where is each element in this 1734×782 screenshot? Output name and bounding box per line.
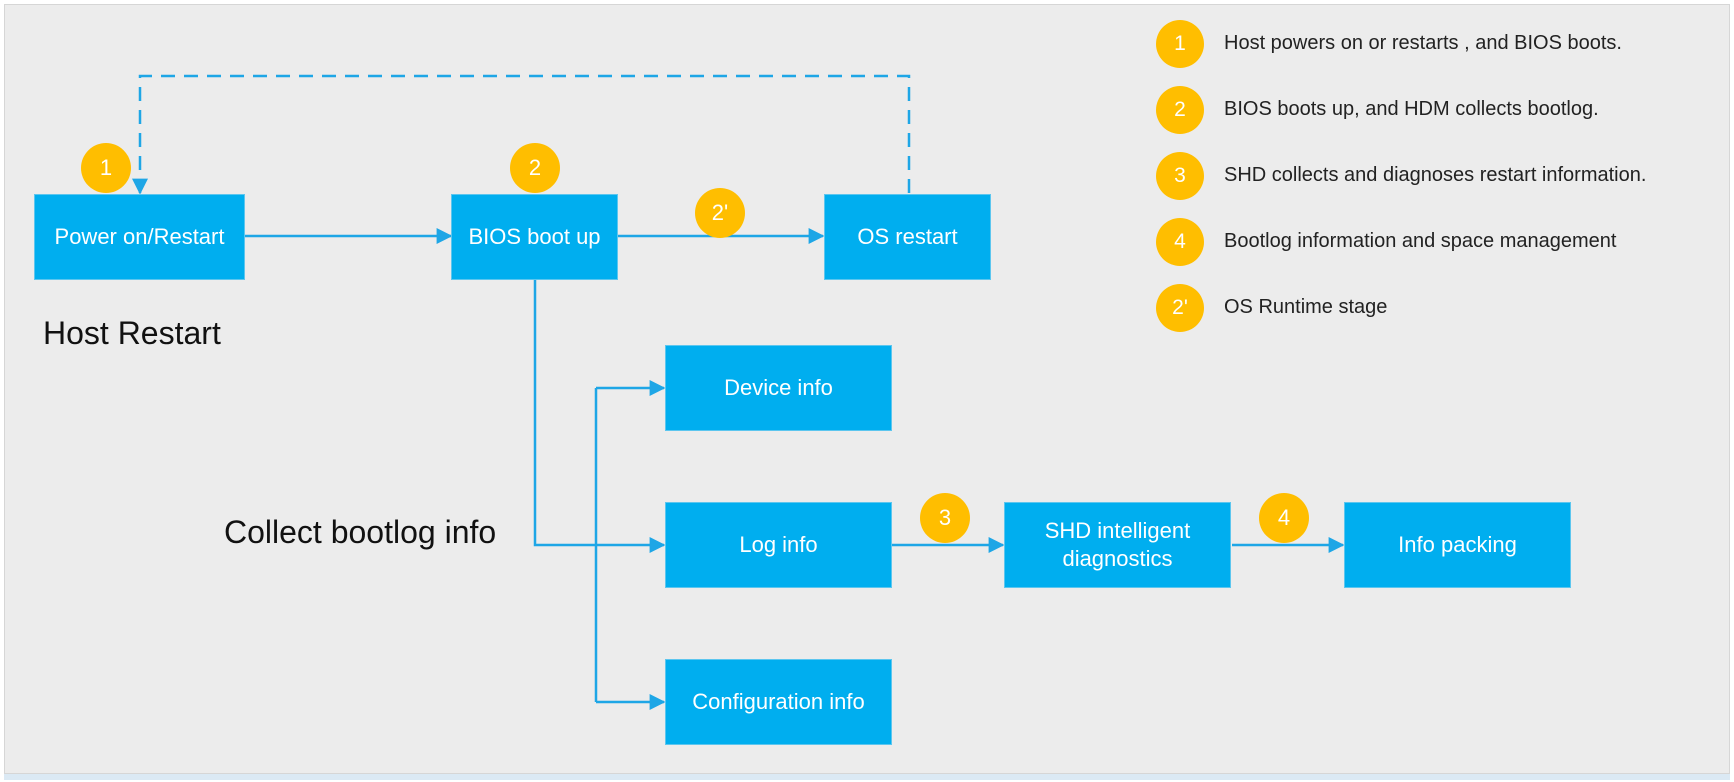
legend-text: Host powers on or restarts , and BIOS bo…: [1224, 32, 1622, 54]
arrow-bios-to-log: [533, 280, 666, 553]
power-on-restart-box: Power on/Restart: [34, 194, 245, 280]
legend-text: SHD collects and diagnoses restart infor…: [1224, 164, 1647, 186]
device-info-box: Device info: [665, 345, 892, 431]
step-2-badge: 2: [510, 143, 560, 193]
bottom-border-strip: [4, 774, 1730, 780]
step-1-badge: 1: [81, 143, 131, 193]
shd-diagnostics-box: SHD intelligent diagnostics: [1004, 502, 1231, 588]
log-info-box: Log info: [665, 502, 892, 588]
configuration-info-box: Configuration info: [665, 659, 892, 745]
legend-text: OS Runtime stage: [1224, 296, 1388, 318]
legend-badge: 2': [1156, 284, 1204, 332]
step-3-badge: 3: [920, 493, 970, 543]
os-restart-box: OS restart: [824, 194, 991, 280]
info-packing-box: Info packing: [1344, 502, 1571, 588]
step-4-badge: 4: [1259, 493, 1309, 543]
legend-text: BIOS boots up, and HDM collects bootlog.: [1224, 98, 1599, 120]
bios-boot-up-box: BIOS boot up: [451, 194, 618, 280]
legend-text: Bootlog information and space management: [1224, 230, 1617, 252]
legend-badge: 1: [1156, 20, 1204, 68]
legend-badge: 3: [1156, 152, 1204, 200]
legend-badge: 4: [1156, 218, 1204, 266]
step-2-prime-badge: 2': [695, 188, 745, 238]
restart-loop-arrow: [132, 74, 911, 195]
collect-bootlog-label: Collect bootlog info: [224, 514, 497, 550]
legend-badge: 2: [1156, 86, 1204, 134]
diagram-canvas: Power on/Restart BIOS boot up OS restart…: [4, 4, 1730, 774]
host-restart-label: Host Restart: [43, 315, 221, 351]
